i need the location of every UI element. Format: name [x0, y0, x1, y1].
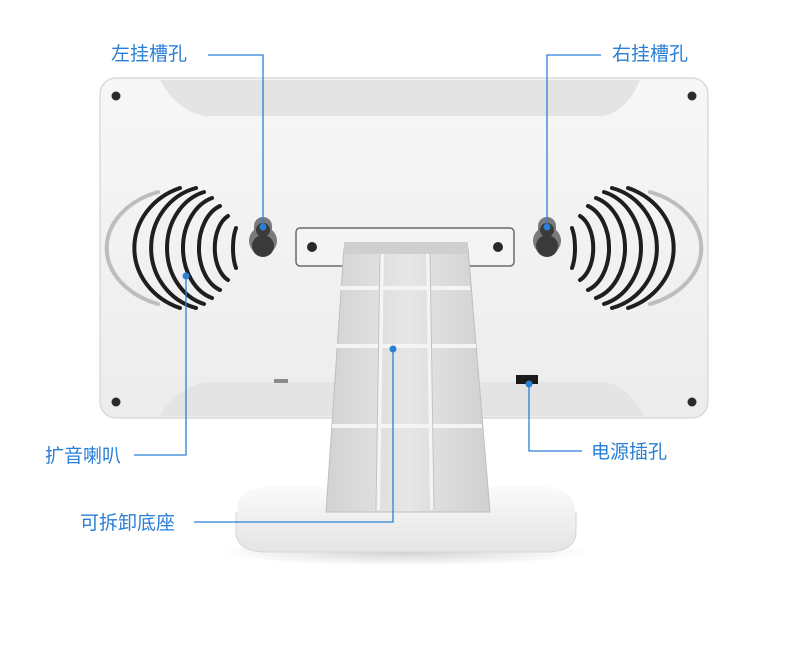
power-leader — [528, 384, 582, 452]
left-speaker-grille-icon — [104, 186, 238, 310]
screw-icon — [111, 91, 121, 101]
callout-lines — [134, 54, 601, 523]
base-leader — [194, 349, 394, 523]
left-slot-label: 左挂槽孔 — [111, 43, 188, 65]
right-slot-label: 右挂槽孔 — [612, 43, 689, 65]
removable-base-label: 可拆卸底座 — [80, 512, 176, 534]
left-slot-leader — [208, 54, 264, 227]
right-slot-leader — [546, 54, 601, 227]
stand-column — [325, 242, 491, 513]
speaker-label: 扩音喇叭 — [45, 445, 122, 467]
power-port-label: 电源插孔 — [591, 441, 668, 463]
screw-icon — [111, 397, 121, 407]
vent-mark — [274, 379, 288, 383]
callout-dots — [182, 223, 551, 388]
speaker-leader — [134, 276, 187, 456]
screw-icon — [493, 242, 503, 252]
screw-icon — [687, 91, 697, 101]
screw-icon — [687, 397, 697, 407]
power-port-icon — [516, 375, 538, 384]
left-hanging-slot-icon — [248, 217, 278, 257]
screw-icon — [307, 242, 317, 252]
right-speaker-grille-icon — [570, 186, 704, 310]
